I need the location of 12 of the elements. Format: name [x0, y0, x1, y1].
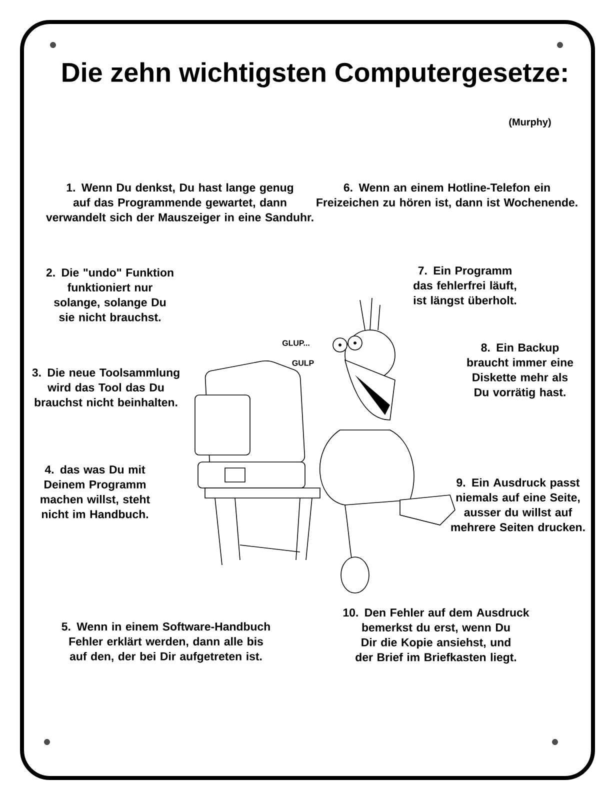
- law-text: 8. Ein Backup braucht immer eine Diskette mehr als Du vorrätig hast.: [467, 343, 574, 399]
- law-text: 9. Ein Ausdruck passt niemals auf eine Seite, ausser du willst auf mehrere Seiten drucken.: [451, 478, 585, 532]
- law-text: 10. Den Fehler auf dem Ausdruck bemerkst du erst, wenn Du Dir die Kopie ansiehst, und der Brief im Briefkasten liegt.: [343, 608, 530, 664]
- law-text: 7. Ein Programm das fehlerfrei läuft, ist längst überholt.: [414, 266, 516, 307]
- law-text: 4. das was Du mit Deinem Programm machen willst, steht nicht im Handbuch.: [40, 465, 150, 518]
- law-text: 3. Die neue Toolsammlung wird das Tool das Du brauchst nicht beinhalten.: [32, 368, 180, 406]
- law-text: 6. Wenn an einem Hotline-Telefon ein Freizeichen zu hören ist, dann ist Wochenende.: [316, 183, 578, 208]
- title: Die zehn wichtigsten Computergesetze:: [62, 62, 566, 88]
- law-text: 5. Wenn in einem Software-Handbuch Fehler erklärt werden, dann alle bis auf den, der bei Dir aufgetreten ist.: [62, 622, 270, 663]
- author-note: (Murphy): [509, 118, 551, 128]
- law-text: 1. Wenn Du denkst, Du hast lange genug auf das Programmende gewartet, dann verwandelt sich der Mauszeiger in eine Sanduhr.: [46, 183, 314, 224]
- law-text: 2. Die "undo" Funktion funktioniert nur solange, solange Du sie nicht brauchst.: [46, 268, 174, 322]
